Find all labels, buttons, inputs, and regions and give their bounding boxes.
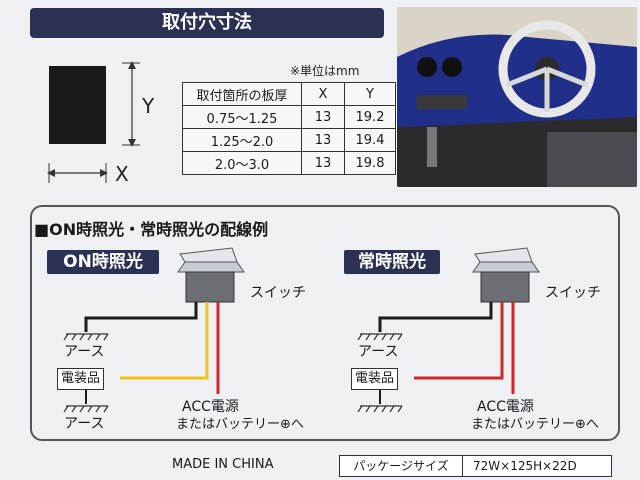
- package-size-label: パッケージサイズ: [340, 456, 463, 476]
- mounting-hole-rect: [49, 66, 106, 144]
- package-size-box: パッケージサイズ 72W×125H×22D: [339, 455, 612, 477]
- right-switch-label: スイッチ: [545, 285, 601, 301]
- table-row: 2.0～3.0 13 19.8: [182, 151, 396, 175]
- left-acc-label: ACC電源: [182, 399, 239, 415]
- left-ground-top-label: アース: [64, 344, 105, 360]
- badge-always-illumination: 常時照光: [344, 250, 440, 274]
- right-device-box: 電装品: [351, 368, 399, 390]
- wiring-heading: ■ON時照光・常時照光の配線例: [34, 220, 269, 239]
- package-size-value: 72W×125H×22D: [473, 459, 577, 473]
- table-cell: 13: [301, 128, 345, 152]
- car-interior-photo: [397, 7, 637, 187]
- left-switch-label: スイッチ: [250, 285, 306, 301]
- table-cell: 1.25～2.0: [182, 128, 302, 152]
- table-cell: 2.0～3.0: [182, 151, 302, 175]
- mounting-spec-table: 取付箇所の板厚 X Y 0.75～1.25 13 19.2 1.25～2.0 1…: [182, 82, 396, 175]
- right-acc-label: ACC電源: [477, 399, 534, 415]
- y-dimension-label: Y: [142, 94, 155, 118]
- car-interior-illustration: [397, 7, 637, 187]
- header-x: X: [301, 82, 345, 106]
- unit-note: ※単位はmm: [290, 64, 360, 78]
- page-title: 取付穴寸法: [162, 12, 252, 33]
- table-cell: 19.8: [344, 151, 396, 175]
- table-row: 0.75～1.25 13 19.2: [182, 105, 396, 129]
- made-in-label: MADE IN CHINA: [172, 457, 274, 472]
- wiring-diagram-frame: [30, 205, 620, 441]
- x-dimension-label: X: [115, 162, 129, 186]
- dimension-arrows: [47, 61, 140, 183]
- header-panel-thickness: 取付箇所の板厚: [182, 82, 302, 106]
- badge-on-illumination: ON時照光: [47, 250, 159, 274]
- right-ground-top-label: アース: [358, 344, 399, 360]
- right-switch-icon: [472, 247, 540, 303]
- table-header-row: 取付箇所の板厚 X Y: [182, 82, 396, 106]
- left-ground-bottom-label: アース: [64, 416, 105, 432]
- table-cell: 0.75～1.25: [182, 105, 302, 129]
- left-battery-label: またはバッテリー⊕へ: [176, 417, 304, 432]
- left-switch-icon: [177, 247, 245, 303]
- title-bar: 取付穴寸法: [30, 8, 384, 38]
- header-y: Y: [344, 82, 396, 106]
- table-cell: 19.4: [344, 128, 396, 152]
- right-battery-label: またはバッテリー⊕へ: [471, 417, 599, 432]
- left-device-box: 電装品: [57, 368, 105, 390]
- table-cell: 19.2: [344, 105, 396, 129]
- table-row: 1.25～2.0 13 19.4: [182, 128, 396, 152]
